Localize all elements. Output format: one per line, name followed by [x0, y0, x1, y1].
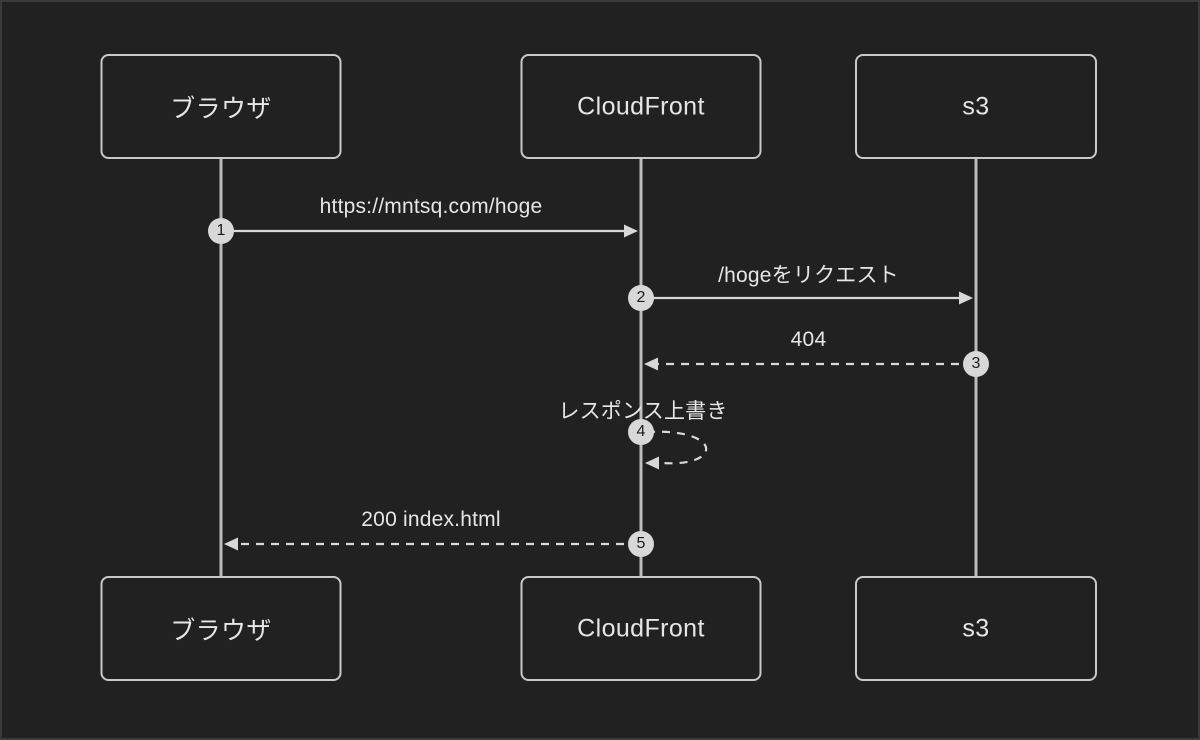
actor-label-top-s3: s3 — [962, 92, 990, 120]
badge-circle-4[interactable] — [628, 419, 654, 445]
messages-group — [223, 224, 974, 551]
badge-circle-3[interactable] — [963, 351, 989, 377]
actor-boxes-group — [100, 54, 1097, 681]
actor-box-bottom-s3[interactable] — [855, 576, 1097, 681]
actor-box-top-browser[interactable] — [100, 54, 342, 159]
canvas-border-left — [0, 0, 2, 740]
canvas-border-bottom — [0, 738, 1200, 740]
arrow-head-5 — [224, 537, 238, 551]
message-label-4: レスポンス上書き — [558, 400, 728, 423]
actor-box-bottom-browser[interactable] — [100, 576, 342, 681]
badge-circle-5[interactable] — [628, 531, 654, 557]
actor-label-top-cloudfront: CloudFront — [577, 92, 705, 120]
canvas-border-top — [0, 0, 1200, 2]
actor-label-bottom-cloudfront: CloudFront — [577, 614, 705, 642]
badge-circle-2[interactable] — [628, 285, 654, 311]
badge-circle-1[interactable] — [208, 218, 234, 244]
actor-label-bottom-s3: s3 — [962, 614, 990, 642]
actor-label-bottom-browser: ブラウザ — [170, 616, 272, 645]
message-label-5: 200 index.html — [361, 508, 501, 531]
message-label-3: 404 — [790, 328, 827, 351]
message-label-1: https://mntsq.com/hoge — [319, 195, 543, 218]
lifelines-group — [219, 158, 978, 577]
actor-box-top-cloudfront[interactable] — [520, 54, 762, 159]
badge-circles-group — [208, 218, 989, 557]
message-line-4 — [646, 430, 708, 465]
arrow-head-4 — [645, 456, 659, 470]
actor-box-top-s3[interactable] — [855, 54, 1097, 159]
arrow-head-1 — [624, 224, 638, 238]
message-label-2: /hogeをリクエスト — [718, 264, 899, 287]
arrow-head-2 — [959, 291, 973, 305]
canvas-border-right — [1198, 0, 1200, 740]
actor-label-top-browser: ブラウザ — [170, 94, 272, 123]
actor-box-bottom-cloudfront[interactable] — [520, 576, 762, 681]
arrow-head-3 — [644, 357, 658, 371]
